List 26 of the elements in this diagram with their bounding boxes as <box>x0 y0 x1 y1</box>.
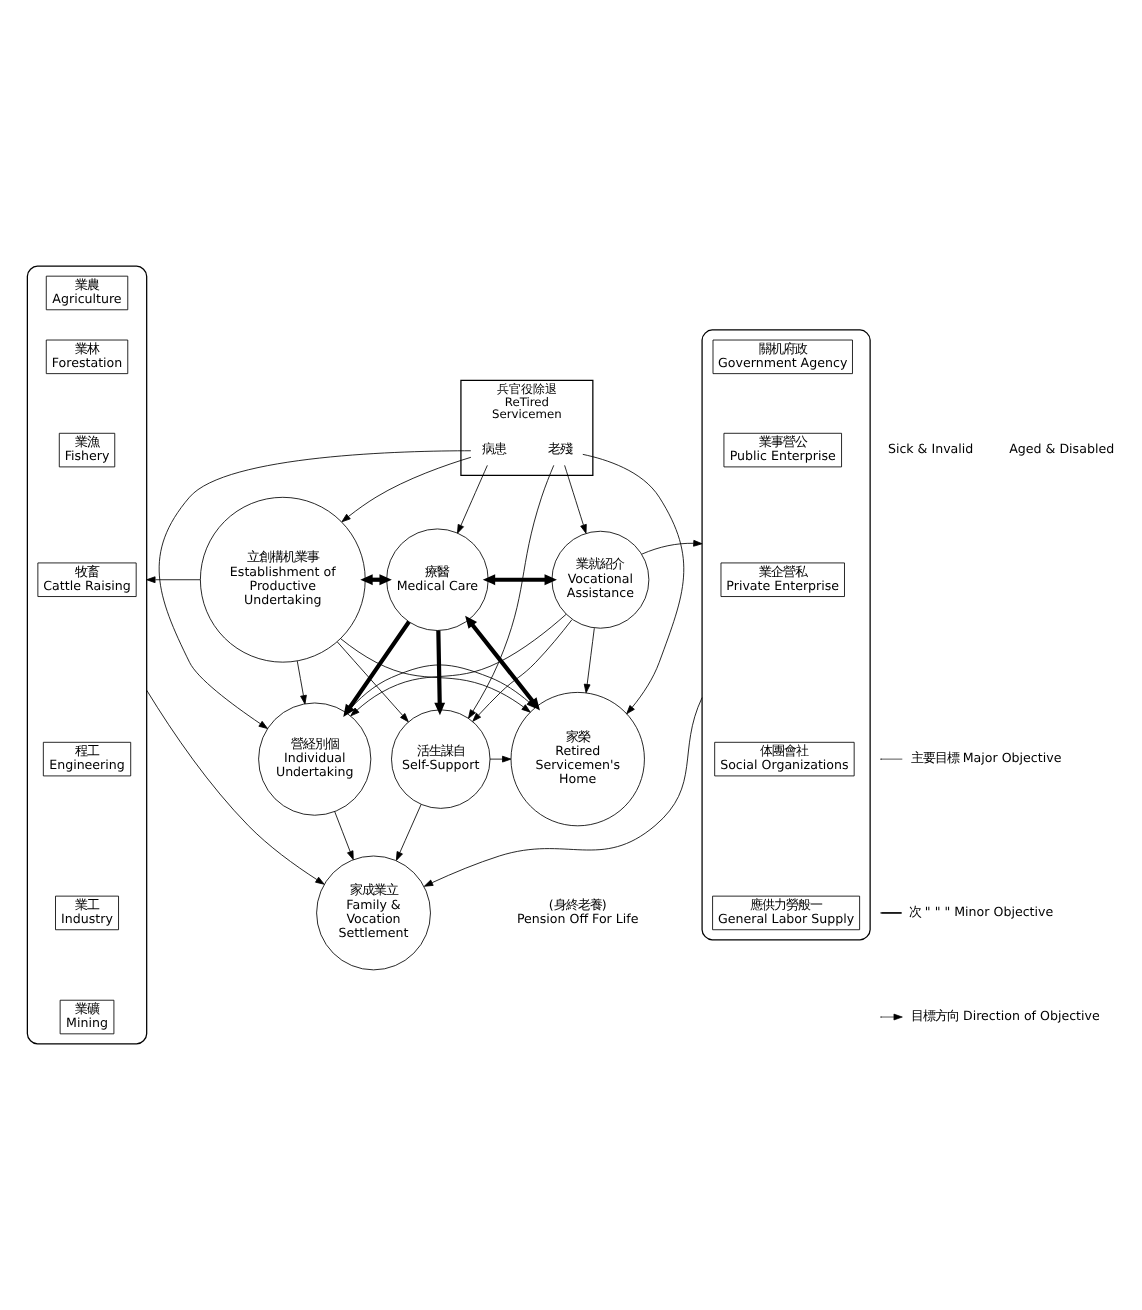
arrow <box>346 664 536 714</box>
arrow <box>146 576 201 584</box>
arrow <box>489 755 512 763</box>
arrow <box>468 464 555 719</box>
arrow <box>341 456 472 523</box>
cluster <box>26 265 148 1045</box>
arrow <box>472 619 573 722</box>
arrow <box>434 630 446 716</box>
arrow <box>146 689 325 885</box>
arrow <box>641 539 703 555</box>
arrow <box>336 641 409 723</box>
arrow <box>395 803 422 861</box>
arrow <box>343 620 411 717</box>
arrow <box>583 627 595 694</box>
arrow <box>296 660 307 705</box>
arrow <box>350 613 567 717</box>
arrow <box>482 574 557 586</box>
arrow <box>423 697 703 887</box>
arrow <box>564 464 587 534</box>
arrow <box>457 464 488 534</box>
arrow <box>158 450 472 729</box>
cluster <box>701 329 871 941</box>
arrow <box>334 811 354 860</box>
arrow <box>465 615 540 711</box>
arrow <box>582 453 685 715</box>
arrow <box>340 638 531 713</box>
